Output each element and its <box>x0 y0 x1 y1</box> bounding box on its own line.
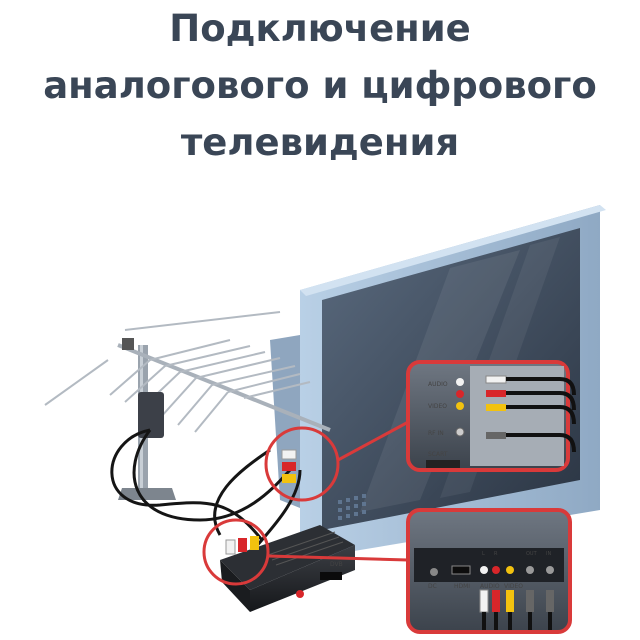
receiver-power-button <box>296 590 304 598</box>
receiver-badge: DVB <box>330 561 343 568</box>
tv-panel-video-label: VIDEO <box>428 403 447 410</box>
box-panel-dc-label: DC <box>428 583 437 590</box>
rca-plugs-tv-side <box>281 449 297 483</box>
tv-panel-scart-label: SCART <box>428 451 448 458</box>
tv-speaker-grill <box>338 494 366 520</box>
tv-panel-rf-label: RF IN <box>428 430 444 437</box>
antenna-amplifier <box>138 392 164 438</box>
title-line-3: телевидения <box>180 121 460 164</box>
title-line-2: аналогового и цифрового <box>43 64 597 107</box>
cables <box>110 428 302 549</box>
box-panel-audio-label: AUDIO <box>480 583 500 590</box>
receiver-rear-panel-callout: DC HDMI AUDIO VIDEO L R OUT IN <box>406 508 572 634</box>
box-panel-r-label: R <box>494 551 498 557</box>
callout-circle-tv <box>264 426 340 502</box>
rca-plugs-box-side <box>225 536 259 555</box>
box-panel-video-label: VIDEO <box>504 583 523 590</box>
box-panel-out-label: OUT <box>526 551 538 557</box>
tv-rear-panel-callout: AUDIO VIDEO RF IN SCART <box>406 360 576 472</box>
antenna <box>44 311 331 500</box>
box-panel-in-label: IN <box>546 551 551 557</box>
callout-circle-box <box>202 518 270 586</box>
box-panel-l-label: L <box>482 551 485 557</box>
page-title: Подключение аналогового и цифрового теле… <box>0 0 640 171</box>
box-panel-hdmi-label: HDMI <box>454 583 470 590</box>
receiver-display <box>320 572 342 580</box>
title-line-1: Подключение <box>169 7 471 50</box>
tv-panel-audio-label: AUDIO <box>428 381 448 388</box>
